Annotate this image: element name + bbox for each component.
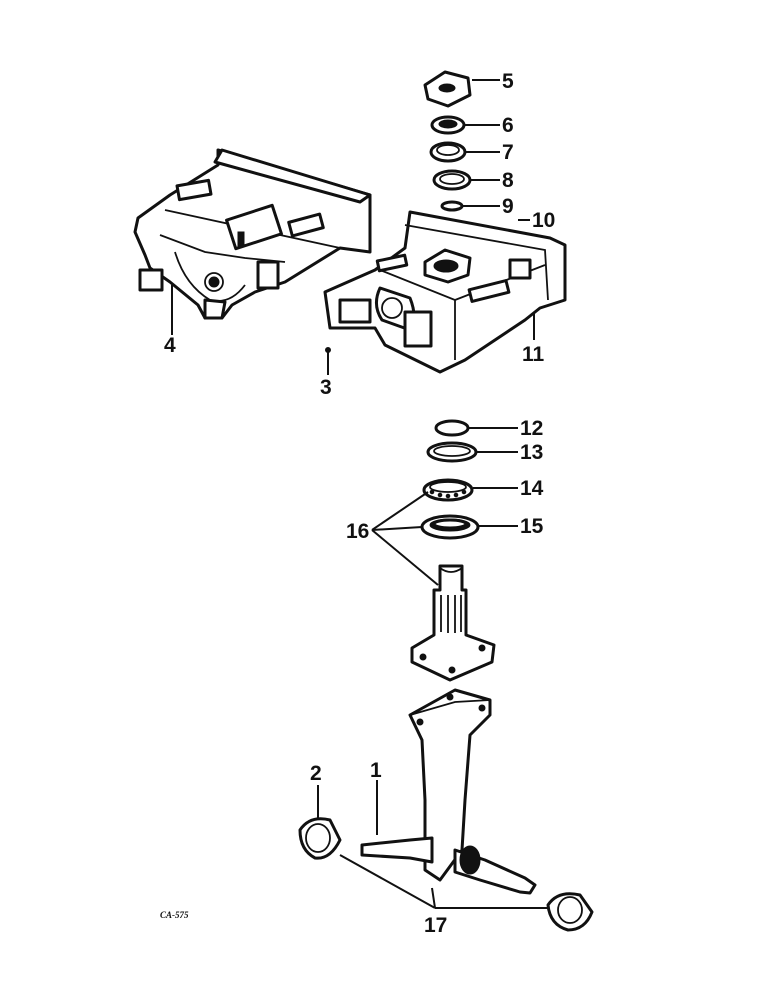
callout-4: 4 [164,334,176,357]
callout-11: 11 [522,343,545,366]
callout-15: 15 [520,515,544,538]
lower-snap-ring [434,419,470,437]
callout-16: 16 [346,520,369,543]
bearing-cap [423,70,472,108]
steering-knuckle-spindle [410,564,496,682]
tapered-roller-bearing [422,478,474,502]
lower-seal [420,514,480,540]
callout-12: 12 [520,417,543,440]
drawing-code: CA-575 [160,910,189,920]
callout-17: 17 [424,914,447,937]
callout-13: 13 [520,441,543,464]
right-bolster-casting [323,210,567,374]
callout-5: 5 [502,70,514,93]
bearing-cup [426,441,478,463]
callout-1: 1 [370,759,382,782]
dust-cap-right [546,892,594,932]
leader-lines [171,79,548,909]
dust-cap-left [298,817,342,860]
kingpin-support [408,688,492,882]
callout-2: 2 [310,762,322,785]
callout-9: 9 [502,195,514,218]
left-bolster-casting [133,148,372,320]
seal-retainer [429,141,467,163]
callout-8: 8 [502,169,514,192]
callout-3: 3 [320,376,332,399]
callout-10: 10 [532,209,555,232]
snap-ring [440,200,464,212]
callout-7: 7 [502,141,514,164]
callout-6: 6 [502,114,514,137]
bolt [325,347,331,362]
callout-14: 14 [520,477,544,500]
callout-labels: 5 6 7 8 9 10 11 4 3 12 13 14 15 16 2 1 1… [160,70,555,937]
upper-bearing-cup [432,169,472,191]
wheel-spindle [360,836,537,895]
oil-seal [430,115,466,135]
